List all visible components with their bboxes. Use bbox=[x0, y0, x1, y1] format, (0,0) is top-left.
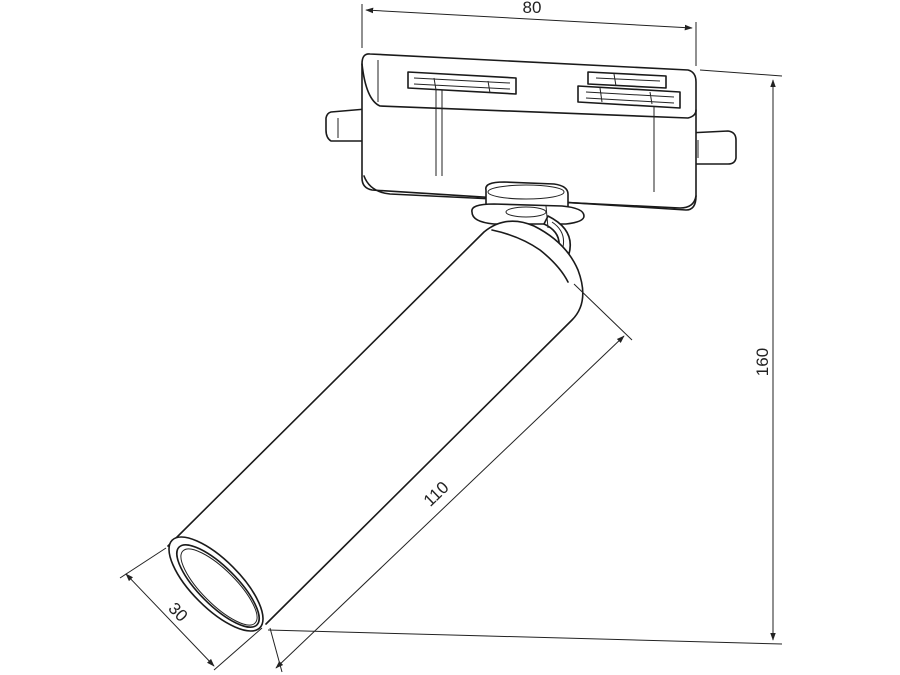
diameter-label: 30 bbox=[165, 599, 192, 626]
contact-slot-left bbox=[407, 71, 517, 95]
contact-slot-right-bottom bbox=[577, 85, 681, 109]
track-adapter bbox=[325, 53, 737, 211]
right-clip bbox=[687, 130, 737, 165]
contact-slot-right-top bbox=[587, 71, 667, 89]
length-label: 110 bbox=[420, 478, 453, 510]
spotlight-body bbox=[167, 220, 584, 632]
width-label: 80 bbox=[523, 0, 542, 17]
height-label: 160 bbox=[753, 348, 772, 376]
dimension-width: 80 bbox=[361, 0, 697, 66]
swivel-joint bbox=[471, 181, 585, 263]
